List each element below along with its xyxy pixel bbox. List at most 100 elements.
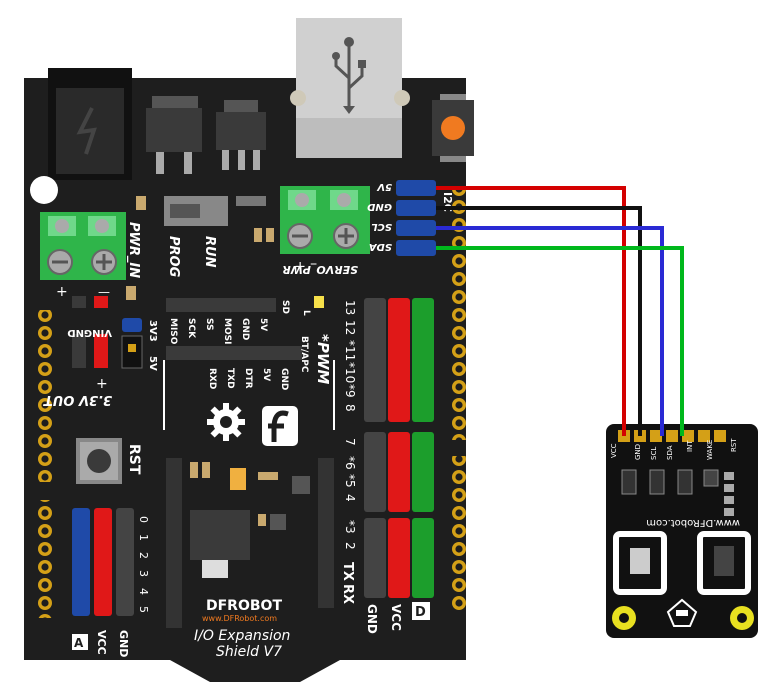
svg-text:2: 2 <box>137 552 150 559</box>
svg-text:*10: *10 <box>343 362 357 383</box>
svg-text:*5: *5 <box>343 474 357 488</box>
svg-text:DTR: DTR <box>243 368 253 389</box>
sensor-pin-labels: VCC GND SCL SDA INT WAKE RST <box>610 438 738 460</box>
plus-sign-out: + <box>96 376 108 392</box>
dc-jack <box>48 68 132 180</box>
sensor-url-label: www.DFRobot.com <box>646 517 740 528</box>
svg-text:RX: RX <box>340 584 355 604</box>
right-digital-header-bottom <box>448 456 466 610</box>
svg-text:WAKE: WAKE <box>706 440 714 460</box>
model-line1: I/O Expansion <box>194 628 290 644</box>
gear-icon <box>207 403 245 441</box>
svg-text:L: L <box>301 310 311 316</box>
sensor-pad-right <box>697 531 751 595</box>
dfrobot-logo-icon <box>262 406 298 446</box>
servo-pwr-label: SERVO_PWR <box>282 263 358 276</box>
wires <box>436 186 684 436</box>
pwr-in-terminal <box>40 212 126 280</box>
analog-labels: 0 1 2 3 4 5 <box>137 516 150 613</box>
plus-sign-pwr: + <box>56 284 68 300</box>
uart-labels: RXD TXD DTR 5V GND BT/APC <box>207 336 309 390</box>
run-label: RUN <box>202 236 217 268</box>
svg-text:INT: INT <box>686 440 694 452</box>
svg-text:5V: 5V <box>258 318 268 331</box>
svg-text:4: 4 <box>343 494 357 502</box>
svg-text:12: 12 <box>343 320 357 335</box>
out-33-label: 3.3V OUT <box>43 392 112 407</box>
rst-button <box>76 438 122 484</box>
reset-button-top <box>432 94 474 162</box>
analog-gnd-label: GND <box>117 630 130 657</box>
usb-icon <box>334 42 364 108</box>
digital-pin-labels: 13 12 *11 *10 *9 8 7 *6 *5 4 *3 2 TX RX <box>340 300 357 604</box>
svg-text:VCC: VCC <box>610 443 618 458</box>
svg-text:TX: TX <box>340 562 355 581</box>
vcc-5v-label: 5V <box>147 356 158 371</box>
rst-label: RST <box>126 444 142 475</box>
svg-text:MOSI: MOSI <box>222 318 232 344</box>
svg-text:*3: *3 <box>343 520 357 534</box>
svg-text:*6: *6 <box>343 456 357 470</box>
svg-text:*11: *11 <box>343 340 357 361</box>
svg-text:*9: *9 <box>343 384 357 398</box>
model-line2: Shield V7 <box>216 644 282 660</box>
status-led <box>314 296 324 308</box>
i2c-header <box>396 180 436 256</box>
smd-part <box>236 196 266 206</box>
svg-text:RXD: RXD <box>207 368 217 389</box>
svg-text:4: 4 <box>137 588 150 595</box>
svg-text:BT/APC: BT/APC <box>299 336 309 373</box>
sensor-module: VCC GND SCL SDA INT WAKE RST www.DFRobot… <box>606 424 758 638</box>
left-analog-header <box>36 500 54 618</box>
wire-scl <box>436 226 664 436</box>
svg-text:SCK: SCK <box>186 318 196 339</box>
pwm-label: *PWM <box>314 334 332 384</box>
svg-text:1: 1 <box>137 534 150 541</box>
vcc-3v3-label: 3V3 <box>147 320 158 342</box>
svg-text:8: 8 <box>343 404 357 412</box>
wire-vcc <box>436 186 626 436</box>
wire-sda <box>436 246 684 436</box>
svg-text:5: 5 <box>137 606 150 613</box>
svg-text:GND: GND <box>367 201 392 212</box>
svg-text:3: 3 <box>137 570 150 577</box>
svg-text:MISO: MISO <box>168 318 178 345</box>
prog-label: PROG <box>166 236 181 278</box>
io-expansion-shield: PWR_IN PROG RUN SERVO_PWR + + <box>24 18 474 682</box>
svg-text:GND: GND <box>279 368 289 390</box>
sensor-pin-row <box>618 430 726 442</box>
digital-gnd-label: GND <box>365 604 379 634</box>
svg-text:SS: SS <box>204 318 214 331</box>
svg-text:5V: 5V <box>261 368 271 381</box>
left-power-header <box>36 310 54 482</box>
analog-a-label: A <box>74 636 84 650</box>
digital-vcc-label: VCC <box>389 604 403 631</box>
voltage-regulator <box>146 96 266 174</box>
vcc-select-jumper <box>121 318 143 369</box>
prog-run-switch <box>164 196 228 226</box>
i2c-pin-labels: 5V GND SCL SDA <box>367 181 392 252</box>
minus-sign-pwr: — <box>98 285 110 299</box>
svg-text:0: 0 <box>137 516 150 523</box>
svg-text:13: 13 <box>343 300 357 315</box>
mounting-hole <box>30 176 58 204</box>
spi-header <box>166 298 302 360</box>
right-digital-header-top <box>448 190 466 440</box>
svg-text:TXD: TXD <box>225 368 235 389</box>
url-label: www.DFRobot.com <box>202 614 277 623</box>
brand-label: DFROBOT <box>206 598 282 614</box>
vin-gnd-label: VINGND <box>67 327 112 338</box>
pwr-in-label: PWR_IN <box>126 222 141 278</box>
wire-gnd <box>436 206 642 436</box>
dfrobot-mascot-icon <box>666 598 698 627</box>
usb-connector <box>290 18 410 158</box>
servo-pwr-terminal <box>280 186 370 254</box>
digital-pin-block <box>364 298 434 598</box>
svg-text:2: 2 <box>343 542 357 550</box>
svg-text:GND: GND <box>240 318 250 340</box>
sensor-pad-left <box>613 531 667 595</box>
plus-sign: + <box>294 258 306 274</box>
digital-d-label: D <box>415 605 426 620</box>
svg-text:7: 7 <box>343 438 357 446</box>
